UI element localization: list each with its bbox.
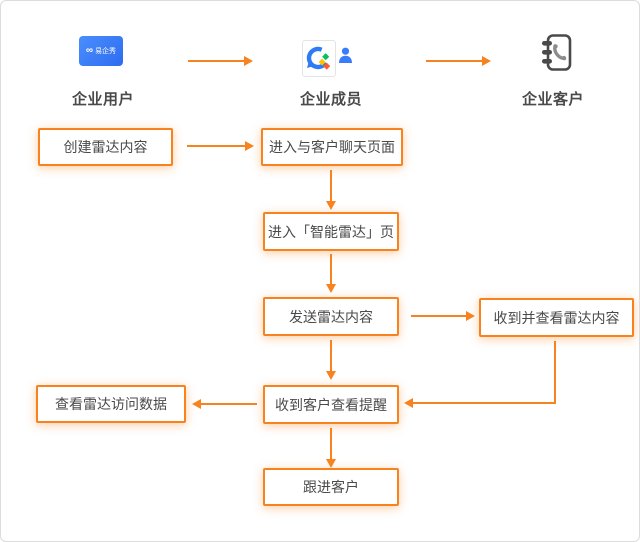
node-follow-up-customer: 跟进客户 [263,468,399,506]
connector-line [330,428,332,459]
node-view-radar-visit-data: 查看雷达访问数据 [36,385,186,423]
arrowhead [326,371,336,380]
node-receive-and-view-radar: 收到并查看雷达内容 [479,298,634,337]
actor-label-enterprise-customer: 企业客户 [521,91,584,108]
connector-line [554,341,556,404]
arrowhead [466,311,475,321]
connector-line [330,170,332,201]
connector-line [187,145,245,147]
node-enter-customer-chat: 进入与客户聊天页面 [261,128,403,166]
connector-line [411,315,466,317]
connector-line [188,60,244,62]
yiqixiu-app-icon: ∞ 易企秀 [79,36,123,66]
actor-label-enterprise-member: 企业成员 [299,91,362,108]
yiqixiu-logo-mark: ∞ [85,45,94,56]
connector-line [426,60,482,62]
node-enter-smart-radar-page: 进入「智能雷达」页 [263,212,399,251]
contact-book-icon [542,34,572,71]
member-person-icon [339,47,352,63]
actor-label-enterprise-user: 企业用户 [71,91,134,108]
node-send-radar-content: 发送雷达内容 [263,297,399,336]
arrowhead [244,56,253,66]
node-customer-view-reminder: 收到客户查看提醒 [263,385,399,424]
connector-line [413,402,556,404]
node-create-radar-content: 创建雷达内容 [38,128,173,166]
arrowhead [482,56,491,66]
connector-line [201,403,257,405]
arrowhead [245,141,254,151]
wechat-work-icon [302,40,336,77]
arrowhead [192,399,201,409]
arrowhead [326,201,336,210]
arrowhead [326,284,336,293]
wechat-work-bubble-icon [306,46,331,70]
arrowhead [404,398,413,408]
connector-line [330,340,332,371]
connector-line [330,254,332,284]
yiqixiu-logo-text: 易企秀 [95,47,117,55]
arrowhead [326,459,336,468]
